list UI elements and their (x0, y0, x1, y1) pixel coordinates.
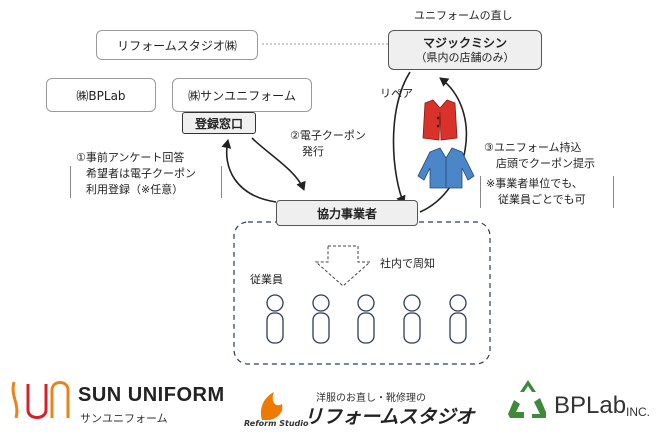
note-bracket (480, 176, 614, 208)
reform-studio-sub: Reform Studio (244, 419, 309, 428)
bplab-box: ㈱BPLab (46, 78, 156, 112)
repair-label: リペア (380, 87, 413, 100)
step1-title: ①事前アンケート回答 (76, 151, 185, 164)
sun-uniform-logo-mark (11, 381, 70, 419)
magic-mishin-subtitle: （県内の店舗のみ） (415, 50, 515, 64)
person-icon (403, 294, 421, 344)
sun-uniform-box: ㈱サンユニフォーム (172, 78, 312, 112)
step2-line2: 発行 (302, 145, 324, 158)
vest-icon (422, 99, 458, 141)
company-dashed-container (233, 221, 491, 365)
step1-bracket (70, 166, 222, 198)
arrow-step1 (221, 139, 277, 203)
bplab-logo-name: BPLab (554, 392, 627, 419)
uniform-repair-label: ユニフォームの直し (414, 9, 513, 22)
person-icon (312, 294, 330, 344)
note-line2: 従業員ごとでも可 (498, 193, 586, 206)
reform-studio-tagline: 洋服のお直し・靴修理の (316, 393, 426, 404)
step3-line1: ③ユニフォーム持込 (484, 141, 582, 154)
employees-label: 従業員 (250, 273, 283, 286)
bplab-logo-inc: INC. (626, 405, 650, 419)
step1-line1: 希望者は電子クーポン (86, 167, 196, 180)
arrow-repair (392, 71, 411, 205)
reform-studio-logo-name: リフォームスタジオ (304, 406, 475, 428)
magic-mishin-title: マジックミシン (422, 35, 507, 50)
reform-studio-logo-mark (260, 392, 283, 420)
step1-line2: 利用登録（※任意） (86, 183, 184, 196)
person-icon (266, 294, 284, 344)
sun-uniform-logo-kana: サンユニフォーム (80, 412, 168, 425)
note-line1: ※事業者単位でも、 (486, 177, 583, 190)
partner-business-box: 協力事業者 (276, 200, 418, 226)
recycle-icon (508, 380, 546, 418)
person-icon (449, 294, 467, 344)
registration-window-box: 登録窓口 (182, 112, 256, 134)
internal-notice-label: 社内で周知 (380, 257, 435, 270)
arrow-step2 (251, 137, 306, 191)
arrow-step3 (419, 77, 468, 213)
magic-mishin-box: マジックミシン （県内の店舗のみ） (388, 30, 542, 70)
sun-uniform-logo-name: SUN UNIFORM (78, 384, 225, 406)
jacket-icon (417, 147, 475, 189)
down-arrow-icon (314, 245, 372, 287)
step3-line2: 店頭でクーポン提示 (496, 157, 595, 170)
step2-line1: ②電子クーポン (290, 129, 366, 142)
reform-studio-box: リフォームスタジオ㈱ (96, 30, 258, 60)
person-icon (357, 294, 375, 344)
